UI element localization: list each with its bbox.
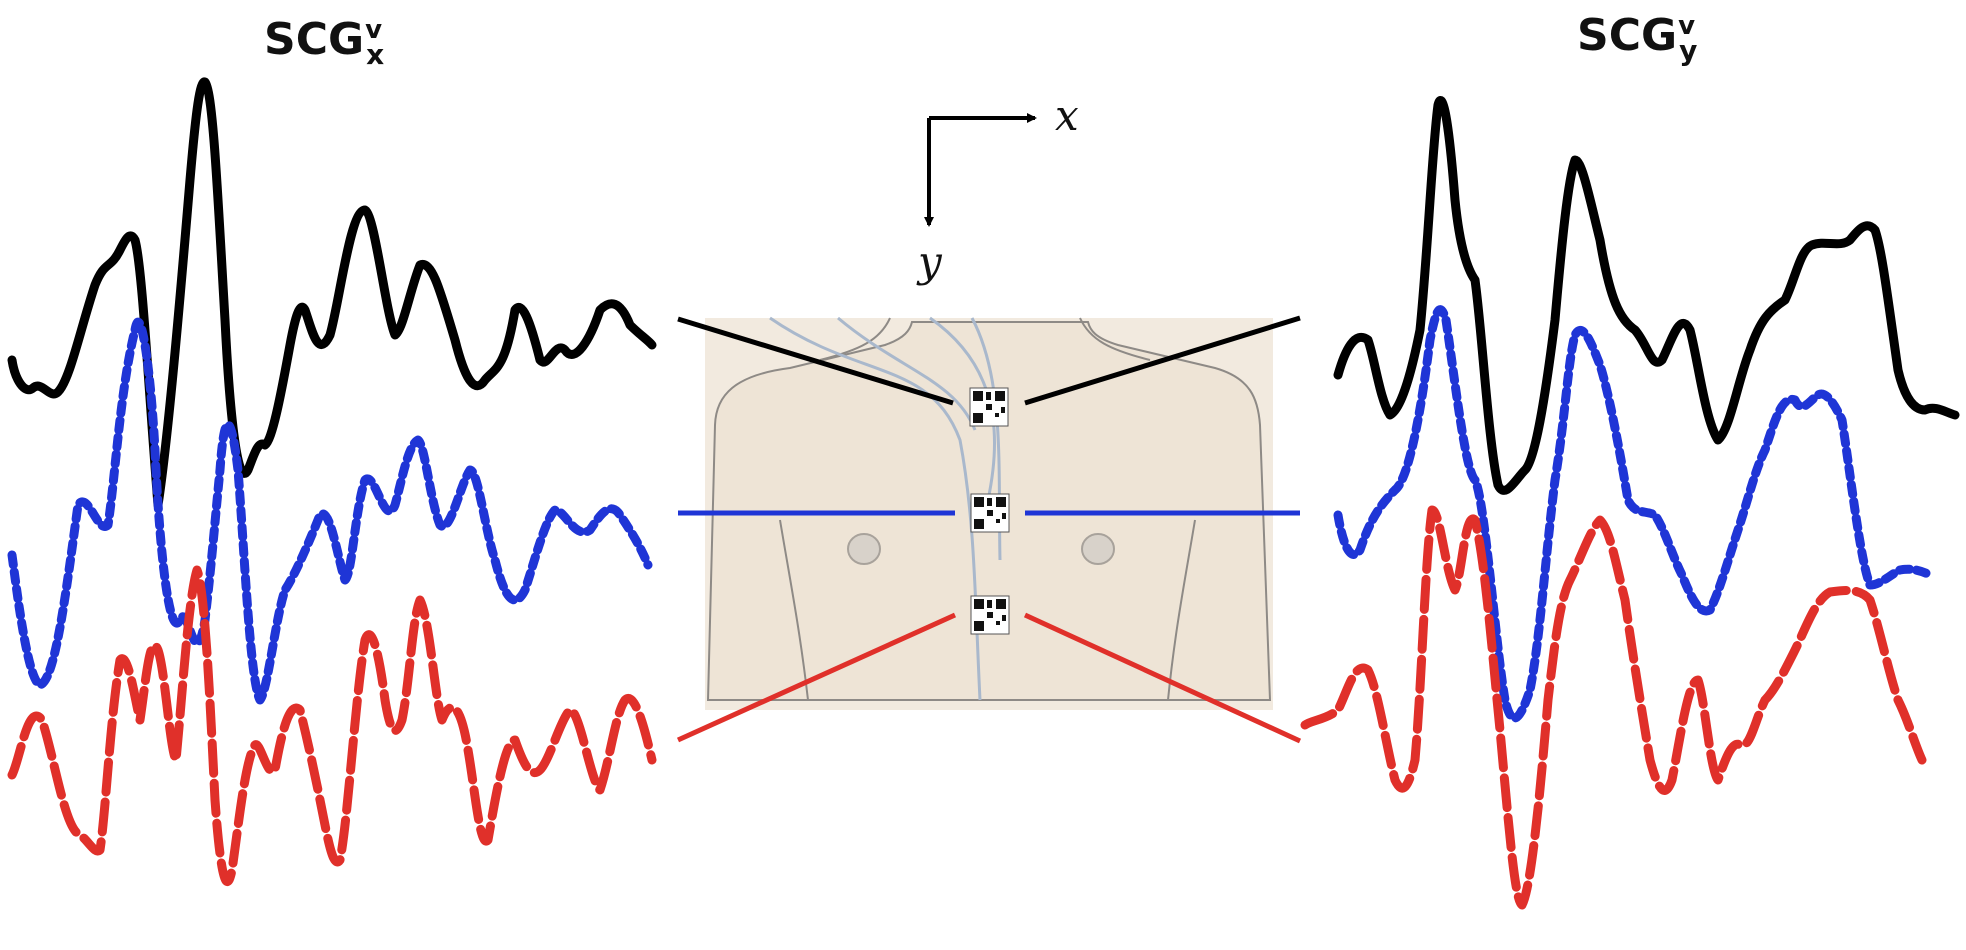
trace-left-red — [7, 565, 657, 887]
right-traces — [1300, 96, 1960, 910]
sensor-connectors — [676, 315, 1302, 744]
connector-top-left — [677, 316, 954, 406]
neck-line-right — [1079, 317, 1151, 361]
left-traces — [7, 77, 657, 887]
arm-line-left — [779, 519, 809, 701]
trace-right-red — [1300, 505, 1927, 910]
sensor-qr-icon — [970, 595, 1010, 635]
title-left-sup: v — [365, 15, 383, 45]
connector-bottom-right — [1023, 612, 1302, 744]
trace-right-black — [1333, 96, 1960, 495]
sensor-qr-icon — [970, 493, 1010, 533]
nipple-icon — [847, 533, 881, 565]
title-right-base: SCG — [1577, 10, 1678, 61]
axis-label-x: x — [1055, 91, 1079, 140]
trace-left-black — [7, 77, 657, 510]
trace-left-blue — [7, 317, 653, 705]
title-left: SCGvx — [264, 15, 384, 69]
title-right-sub: y — [1679, 34, 1698, 67]
connector-bottom-left — [676, 612, 957, 743]
axis-indicator: x y — [916, 91, 1079, 286]
connector-top-right — [1024, 315, 1301, 406]
title-left-base: SCG — [264, 14, 365, 65]
title-right: SCGvy — [1577, 11, 1697, 65]
sensor-qr-icon — [969, 387, 1009, 427]
title-right-sup: v — [1678, 11, 1696, 41]
sensor-wire — [837, 316, 977, 431]
neck-line-left — [819, 317, 891, 361]
title-left-sub: x — [366, 38, 385, 71]
arm-line-right — [1167, 519, 1196, 701]
trace-right-blue — [1333, 305, 1935, 723]
axis-label-y: y — [916, 237, 943, 286]
nipple-icon — [1081, 533, 1115, 565]
